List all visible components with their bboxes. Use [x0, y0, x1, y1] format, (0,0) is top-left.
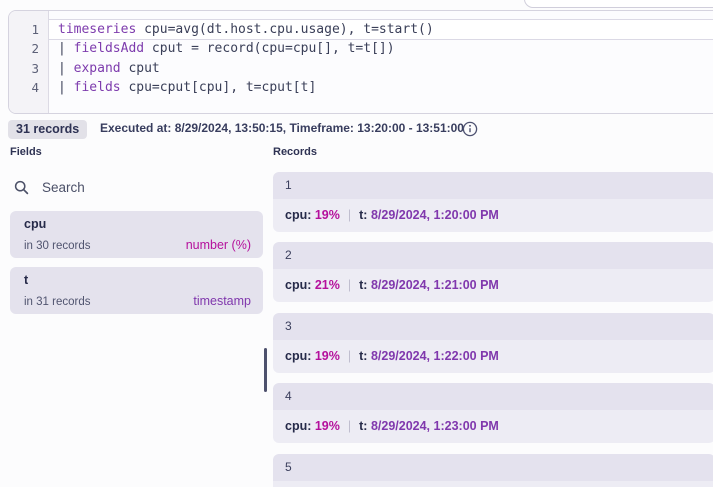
record-field-value: 19% — [314, 419, 340, 434]
record-body: cpu: 19% | t: 8/29/2024, 1:23:00 PM — [273, 410, 713, 444]
field-record-count: in 31 records — [24, 296, 91, 308]
field-search[interactable] — [14, 176, 254, 198]
field-card-cpu[interactable]: cpu in 30 records number (%) — [10, 211, 263, 258]
record-field-key: cpu: — [285, 278, 315, 293]
line-number: 3 — [31, 60, 39, 76]
record-field-value: 8/29/2024, 1:23:00 PM — [370, 419, 499, 434]
info-icon[interactable] — [462, 121, 478, 137]
record-field-key: t: — [359, 348, 371, 363]
record-body: cpu: 19% | t: 8/29/2024, 1:22:00 PM — [273, 339, 713, 373]
field-separator: | — [347, 278, 352, 293]
field-card-t[interactable]: t in 31 records timestamp — [10, 267, 263, 314]
record-card: 3 cpu: 19% | t: 8/29/2024, 1:22:00 PM — [273, 312, 713, 373]
record-header[interactable]: 2 — [273, 242, 713, 270]
record-header[interactable]: 1 — [273, 172, 713, 199]
code-line[interactable]: | fieldsAdd cput = record(cpu=cpu[], t=t… — [58, 41, 395, 57]
record-count-badge: 31 records — [8, 120, 88, 139]
record-card: 4 cpu: 19% | t: 8/29/2024, 1:23:00 PM — [273, 383, 713, 444]
search-input[interactable] — [40, 178, 224, 196]
query-code-editor[interactable]: 1 2 3 4 timeseries cpu=avg(dt.host.cpu.usag… — [8, 10, 713, 114]
record-field-value: 8/29/2024, 1:20:00 PM — [370, 208, 499, 222]
record-card: 5 — [273, 453, 713, 487]
record-body — [273, 480, 713, 487]
field-record-count: in 30 records — [24, 240, 91, 252]
code-line[interactable]: | expand cput — [58, 60, 160, 76]
field-separator: | — [347, 419, 352, 434]
record-card: 1 cpu: 19% | t: 8/29/2024, 1:20:00 PM — [273, 172, 713, 232]
record-field-value: 19% — [314, 348, 340, 363]
editor-line-number-gutter: 1 2 3 4 — [9, 11, 49, 113]
record-body: cpu: 19% | t: 8/29/2024, 1:20:00 PM — [273, 199, 713, 232]
field-separator: | — [347, 348, 352, 363]
field-type: number (%) — [185, 238, 251, 252]
record-field-key: cpu: — [285, 348, 315, 363]
fields-panel-title: Fields — [10, 146, 42, 158]
field-separator: | — [347, 208, 352, 222]
record-body: cpu: 21% | t: 8/29/2024, 1:21:00 PM — [273, 269, 713, 303]
record-field-value: 8/29/2024, 1:21:00 PM — [370, 278, 499, 293]
record-field-value: 19% — [314, 208, 340, 222]
floating-toolbar-corner — [524, 0, 713, 8]
field-type: timestamp — [193, 294, 251, 308]
record-header[interactable]: 4 — [273, 383, 713, 411]
record-field-key: cpu: — [285, 419, 315, 434]
record-field-key: cpu: — [285, 208, 315, 222]
record-field-key: t: — [359, 419, 371, 434]
record-field-key: t: — [359, 278, 371, 293]
code-line[interactable]: | fields cpu=cput[cpu], t=cput[t] — [58, 79, 317, 95]
records-scrollbar-thumb[interactable] — [264, 348, 267, 392]
records-panel-title: Records — [273, 146, 318, 158]
record-header[interactable]: 5 — [273, 453, 713, 481]
record-field-value: 8/29/2024, 1:22:00 PM — [370, 348, 499, 363]
field-name: t — [24, 273, 29, 287]
record-field-value: 21% — [314, 278, 340, 293]
line-number: 4 — [31, 79, 39, 95]
field-name: cpu — [24, 217, 47, 231]
record-header[interactable]: 3 — [273, 312, 713, 340]
record-field-key: t: — [359, 208, 371, 222]
record-card: 2 cpu: 21% | t: 8/29/2024, 1:21:00 PM — [273, 242, 713, 303]
search-icon — [14, 180, 29, 194]
code-line[interactable]: timeseries cpu=avg(dt.host.cpu.usage), t… — [49, 20, 713, 40]
execution-info-text: Executed at: 8/29/2024, 13:50:15, Timefr… — [100, 121, 464, 135]
line-number: 1 — [31, 22, 39, 37]
code-lines[interactable]: timeseries cpu=avg(dt.host.cpu.usage), t… — [49, 11, 713, 113]
line-number: 2 — [31, 41, 39, 57]
